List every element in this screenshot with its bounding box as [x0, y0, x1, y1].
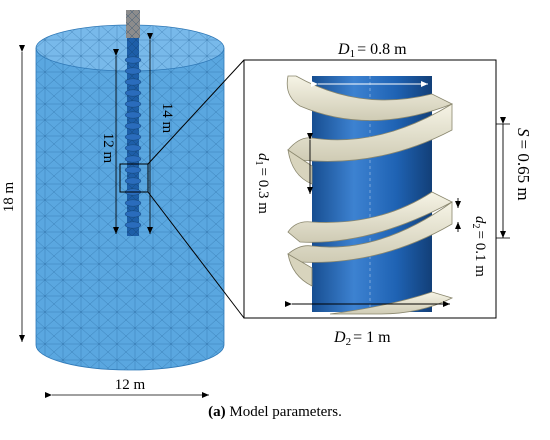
pile-helix-bump: [124, 67, 142, 75]
width-label: 12 m: [115, 377, 146, 393]
blade-d1-label: d1= 0.3 m: [253, 153, 271, 214]
zoom-region-box: [119, 163, 149, 193]
pile-helix-bump: [124, 133, 142, 141]
figure-caption: (a) Model parameters.: [208, 404, 342, 420]
pile-helix-bump: [124, 78, 142, 86]
pile-helix-bump: [124, 177, 142, 185]
pile-helix-bump: [124, 155, 142, 163]
pile-helix-bump: [124, 210, 142, 218]
zoom-leader-bottom: [147, 191, 245, 319]
blade-d2-label: d2= 0.1 m: [470, 216, 488, 277]
pile-helix-bump: [124, 221, 142, 229]
pile-helix-bump: [124, 100, 142, 108]
pile-helix-bump: [124, 122, 142, 130]
helix-detail: [286, 75, 454, 315]
zoom-leader-top: [147, 59, 245, 165]
pitch-s-label: S= 0.65 m: [514, 128, 533, 201]
pile-length-12-label: 12 m: [100, 133, 116, 164]
pile-helix-bump: [124, 111, 142, 119]
pile-helix-bump: [124, 144, 142, 152]
pile-helix-bump: [124, 166, 142, 174]
pile-in-soil: [124, 10, 142, 236]
height-label: 18 m: [1, 181, 17, 212]
pile-helix-bump: [124, 199, 142, 207]
d2-label: D2= 1 m: [333, 329, 391, 348]
d1-label: D1= 0.8 m: [337, 41, 407, 60]
pile-length-14-label: 14 m: [159, 103, 175, 134]
pile-helix-bump: [124, 56, 142, 64]
pile-helix-bump: [124, 89, 142, 97]
